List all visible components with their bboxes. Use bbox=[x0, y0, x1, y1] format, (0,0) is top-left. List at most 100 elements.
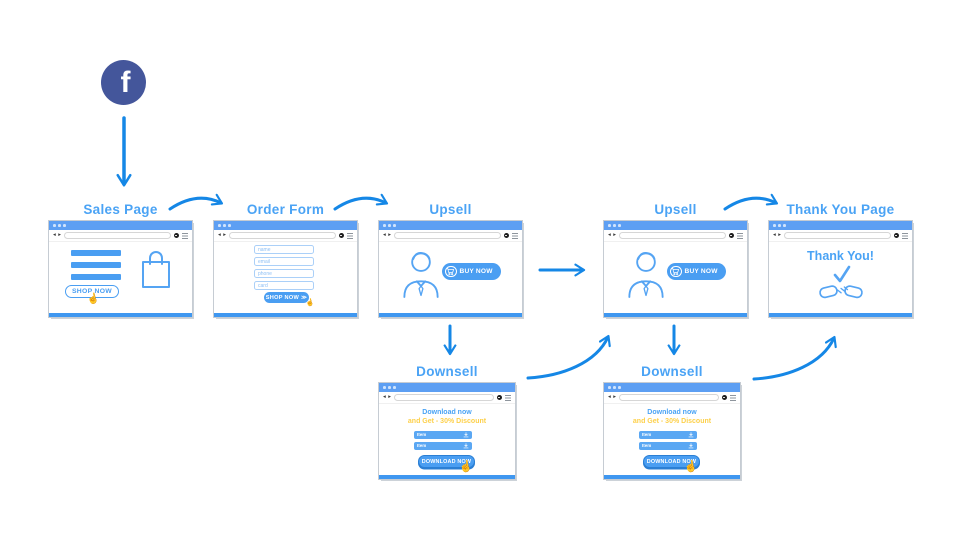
forward-icon[interactable]: ▸ bbox=[613, 393, 617, 400]
titlebar-dot bbox=[393, 224, 396, 227]
browser-navbar: ◂ ▸ bbox=[604, 392, 740, 404]
titlebar-dot bbox=[393, 386, 396, 389]
window-footer-bar bbox=[769, 313, 912, 317]
label-upsell-1: Upsell bbox=[429, 202, 472, 217]
buy-now-button[interactable]: BUY NOW bbox=[667, 263, 726, 280]
window-downsell-1: ◂ ▸ Download now and Get - 30% Discount … bbox=[378, 382, 516, 480]
url-bar[interactable] bbox=[63, 231, 171, 240]
email-field[interactable] bbox=[254, 257, 314, 266]
page-content: BUY NOW bbox=[379, 242, 522, 313]
window-titlebar bbox=[49, 221, 192, 230]
browser-navbar: ◂ ▸ bbox=[379, 392, 515, 404]
window-order-form: ◂ ▸ SHOP NOW ≫ ☝ bbox=[213, 220, 358, 318]
forward-icon[interactable]: ▸ bbox=[223, 231, 227, 238]
url-bar[interactable] bbox=[393, 393, 494, 402]
forward-icon[interactable]: ▸ bbox=[778, 231, 782, 238]
url-bar[interactable] bbox=[783, 231, 891, 240]
download-item-row[interactable]: Item bbox=[639, 431, 697, 439]
gear-icon[interactable] bbox=[496, 394, 502, 401]
titlebar-dot bbox=[608, 224, 611, 227]
shopping-bag-icon bbox=[142, 251, 170, 288]
window-titlebar bbox=[214, 221, 357, 230]
titlebar-dot bbox=[613, 386, 616, 389]
person-icon bbox=[628, 252, 664, 298]
arrow-downsell1-to-upsell2 bbox=[526, 334, 611, 380]
menu-icon[interactable] bbox=[346, 232, 353, 239]
browser-navbar: ◂ ▸ bbox=[769, 230, 912, 242]
download-item-row[interactable]: Item bbox=[414, 431, 472, 439]
cart-circle bbox=[445, 265, 457, 278]
browser-navbar: ◂ ▸ bbox=[379, 230, 522, 242]
menu-icon[interactable] bbox=[511, 232, 518, 239]
titlebar-dot bbox=[228, 224, 231, 227]
forward-icon[interactable]: ▸ bbox=[613, 231, 617, 238]
download-item-row[interactable]: Item bbox=[414, 442, 472, 450]
url-bar[interactable] bbox=[393, 231, 501, 240]
titlebar-dot bbox=[388, 386, 391, 389]
buy-now-button[interactable]: BUY NOW bbox=[442, 263, 501, 280]
window-footer-bar bbox=[379, 475, 515, 479]
gear-icon[interactable] bbox=[728, 232, 734, 239]
window-titlebar bbox=[379, 221, 522, 230]
back-icon[interactable]: ◂ bbox=[218, 231, 221, 238]
page-content: SHOP NOW ≫ ☝ bbox=[214, 242, 357, 313]
titlebar-dot bbox=[383, 386, 386, 389]
titlebar-dot bbox=[388, 224, 391, 227]
hand-cursor-icon: ☝ bbox=[457, 459, 474, 475]
menu-icon[interactable] bbox=[729, 394, 736, 401]
page-content: Download now and Get - 30% Discount Item… bbox=[604, 404, 740, 475]
back-icon[interactable]: ◂ bbox=[383, 393, 386, 400]
forward-icon[interactable]: ▸ bbox=[388, 393, 392, 400]
gear-icon[interactable] bbox=[338, 232, 344, 239]
cart-circle bbox=[670, 265, 682, 278]
titlebar-dot bbox=[223, 224, 226, 227]
back-icon[interactable]: ◂ bbox=[608, 231, 611, 238]
handshake-check-icon bbox=[818, 265, 863, 299]
download-now-button[interactable]: DOWNLOAD NOW bbox=[643, 455, 700, 468]
window-footer-bar bbox=[604, 313, 747, 317]
label-downsell-1: Downsell bbox=[416, 364, 478, 379]
download-icon bbox=[463, 432, 469, 438]
page-content: Download now and Get - 30% Discount Item… bbox=[379, 404, 515, 475]
gear-icon[interactable] bbox=[721, 394, 727, 401]
window-footer-bar bbox=[604, 475, 740, 479]
url-bar[interactable] bbox=[228, 231, 336, 240]
menu-icon[interactable] bbox=[504, 394, 511, 401]
forward-icon[interactable]: ▸ bbox=[388, 231, 392, 238]
download-icon bbox=[688, 443, 694, 449]
label-sales-page: Sales Page bbox=[83, 202, 158, 217]
forward-icon[interactable]: ▸ bbox=[58, 231, 62, 238]
window-footer-bar bbox=[379, 313, 522, 317]
phone-field[interactable] bbox=[254, 269, 314, 278]
window-downsell-2: ◂ ▸ Download now and Get - 30% Discount … bbox=[603, 382, 741, 480]
back-icon[interactable]: ◂ bbox=[608, 393, 611, 400]
name-field[interactable] bbox=[254, 245, 314, 254]
window-thank-you: ◂ ▸ Thank You! bbox=[768, 220, 913, 318]
back-icon[interactable]: ◂ bbox=[383, 231, 386, 238]
url-bar[interactable] bbox=[618, 393, 719, 402]
text-line bbox=[71, 250, 121, 256]
gear-icon[interactable] bbox=[503, 232, 509, 239]
titlebar-dot bbox=[608, 386, 611, 389]
window-upsell-1: ◂ ▸ BUY NOW bbox=[378, 220, 523, 318]
card-field[interactable] bbox=[254, 281, 314, 290]
titlebar-dot bbox=[53, 224, 56, 227]
gear-icon[interactable] bbox=[173, 232, 179, 239]
back-icon[interactable]: ◂ bbox=[53, 231, 56, 238]
download-icon bbox=[688, 432, 694, 438]
titlebar-dot bbox=[613, 224, 616, 227]
titlebar-dot bbox=[618, 386, 621, 389]
back-icon[interactable]: ◂ bbox=[773, 231, 776, 238]
url-bar[interactable] bbox=[618, 231, 726, 240]
page-content: BUY NOW bbox=[604, 242, 747, 313]
menu-icon[interactable] bbox=[181, 232, 188, 239]
download-now-button[interactable]: DOWNLOAD NOW bbox=[418, 455, 475, 468]
gear-icon[interactable] bbox=[893, 232, 899, 239]
menu-icon[interactable] bbox=[901, 232, 908, 239]
download-item-row[interactable]: Item bbox=[639, 442, 697, 450]
menu-icon[interactable] bbox=[736, 232, 743, 239]
shop-now-button[interactable]: SHOP NOW ≫ bbox=[264, 292, 309, 303]
shop-now-button[interactable]: SHOP NOW bbox=[65, 285, 119, 298]
download-headline: Download now bbox=[647, 409, 697, 416]
